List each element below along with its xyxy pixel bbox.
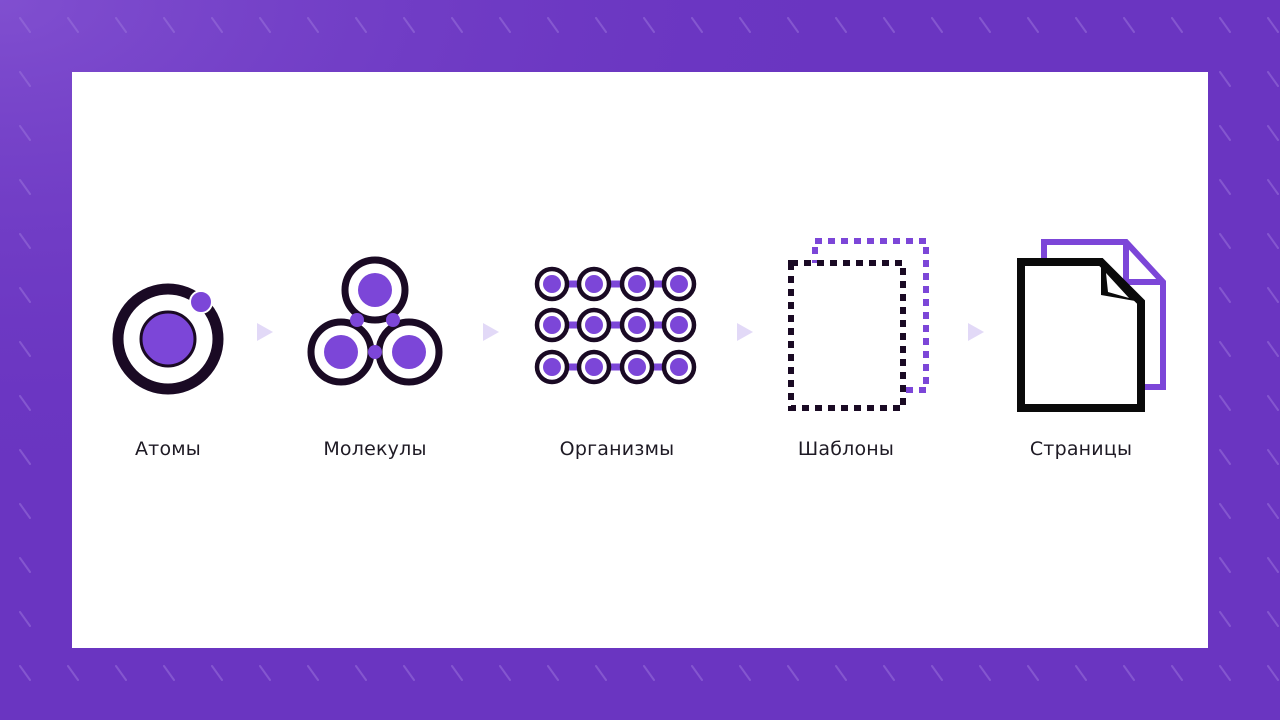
template-icon bbox=[788, 238, 929, 411]
organism-cell-core bbox=[670, 275, 688, 293]
stage-label: Атомы bbox=[134, 438, 202, 460]
stage-templates: Шаблоны bbox=[756, 238, 936, 460]
stage-label: Шаблоны bbox=[797, 438, 895, 460]
organism-cell-core bbox=[628, 358, 646, 376]
arrow-icon bbox=[968, 323, 984, 341]
stage-label: Организмы bbox=[559, 438, 675, 460]
stage-label: Страницы bbox=[1029, 438, 1133, 460]
organism-cell-core bbox=[670, 316, 688, 334]
stage-pages: Страницы bbox=[991, 239, 1171, 460]
organism-cell-core bbox=[585, 358, 603, 376]
pages-icon bbox=[1017, 239, 1166, 412]
stage-organisms: Организмы bbox=[527, 240, 707, 460]
organism-cell-core bbox=[543, 316, 561, 334]
arrow-icon bbox=[483, 323, 499, 341]
stage-molecules: Молекулы bbox=[285, 240, 465, 460]
organism-cell-core bbox=[628, 316, 646, 334]
organism-cell-core bbox=[670, 358, 688, 376]
organism-icon bbox=[534, 266, 697, 385]
organism-cell-core bbox=[543, 275, 561, 293]
arrow-icon bbox=[737, 323, 753, 341]
stage-label: Молекулы bbox=[323, 438, 427, 460]
organism-cell-core bbox=[585, 316, 603, 334]
organism-cell-core bbox=[543, 358, 561, 376]
arrow-icon bbox=[257, 323, 273, 341]
molecule-icon bbox=[307, 256, 443, 386]
atom-icon bbox=[112, 283, 224, 395]
organism-cell-core bbox=[585, 275, 603, 293]
stage-atoms: Атомы bbox=[78, 240, 258, 460]
organism-cell-core bbox=[628, 275, 646, 293]
